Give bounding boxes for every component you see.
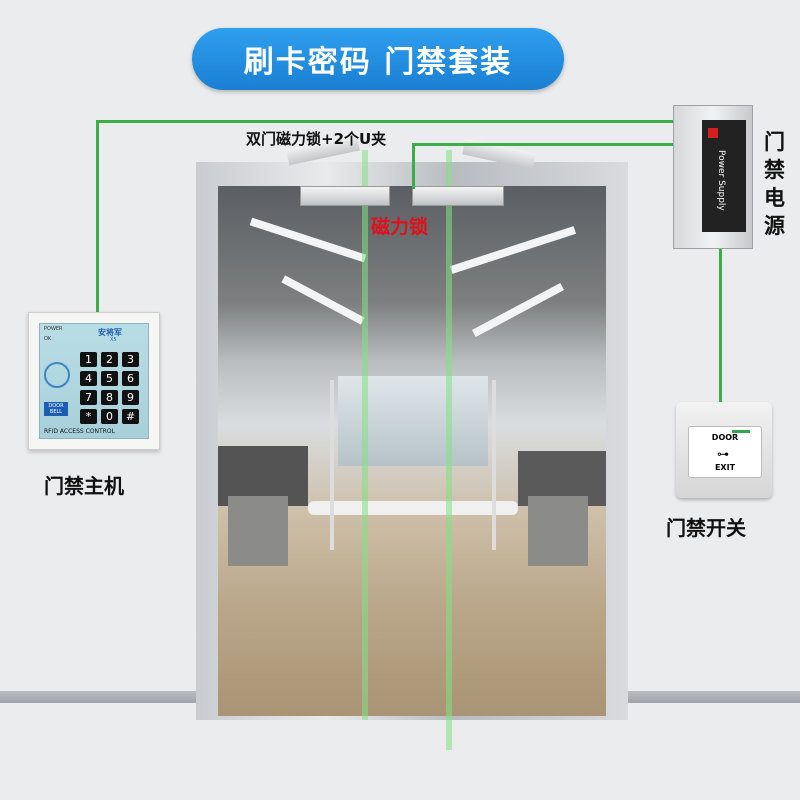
- brand-label: 安将军: [98, 328, 122, 337]
- window: [338, 376, 488, 466]
- key-0[interactable]: 0: [101, 409, 118, 424]
- office-view: [218, 186, 606, 716]
- controller-label: 门禁主机: [44, 474, 124, 498]
- key-4[interactable]: 4: [80, 371, 97, 386]
- keypad-panel: POWER OK 安将军 X5 DOOR BELL 1 2 3 4 5 6 7 …: [39, 323, 149, 439]
- rfid-icon: [44, 362, 70, 388]
- key-icon: ⊶: [717, 447, 729, 461]
- power-supply: Power Supply: [673, 105, 753, 249]
- wire-lock-drop: [412, 143, 415, 189]
- key-hash[interactable]: #: [122, 409, 139, 424]
- ok-indicator: OK: [44, 336, 52, 342]
- model-label: X5: [110, 337, 117, 343]
- exit-switch: DOOR ⊶ EXIT: [676, 402, 772, 498]
- wire-lock: [412, 143, 674, 146]
- exit-switch-label: 门禁开关: [666, 516, 746, 540]
- ceiling-light: [449, 226, 577, 274]
- key-star[interactable]: *: [80, 409, 97, 424]
- key-1[interactable]: 1: [80, 352, 97, 367]
- wire-controller: [96, 120, 99, 312]
- access-controller: POWER OK 安将军 X5 DOOR BELL 1 2 3 4 5 6 7 …: [28, 312, 160, 450]
- wire-exit: [719, 247, 722, 407]
- table: [308, 501, 518, 515]
- ceiling-light: [471, 282, 565, 338]
- page-title: 刷卡密码 门禁套装: [192, 28, 564, 90]
- exit-indicator: [732, 430, 750, 433]
- mag-lock-label: 磁力锁: [371, 216, 429, 238]
- psu-label-panel: Power Supply: [702, 120, 746, 232]
- key-3[interactable]: 3: [122, 352, 139, 367]
- exit-button[interactable]: DOOR ⊶ EXIT: [688, 426, 762, 478]
- psu-text: Power Supply: [716, 150, 726, 211]
- lock-spec-label: 双门磁力锁+2个U夹: [246, 130, 387, 148]
- key-6[interactable]: 6: [122, 371, 139, 386]
- glass-door-edge-right: [446, 150, 452, 750]
- door-handle-right: [492, 380, 496, 550]
- exit-door-text: DOOR: [711, 433, 739, 442]
- keypad-footer: RFID ACCESS CONTROL: [44, 428, 115, 435]
- psu-logo: [708, 128, 718, 138]
- ceiling-light: [249, 217, 367, 263]
- door-bell-button[interactable]: DOOR BELL: [44, 402, 68, 416]
- cabinet: [528, 496, 588, 566]
- exit-exit-text: EXIT: [714, 463, 736, 472]
- power-supply-label: 门禁电源: [764, 130, 785, 238]
- mag-lock-left: [300, 186, 390, 206]
- mag-lock-right: [412, 186, 504, 206]
- key-5[interactable]: 5: [101, 371, 118, 386]
- key-2[interactable]: 2: [101, 352, 118, 367]
- power-indicator: POWER: [44, 326, 63, 332]
- glass-door-edge-left: [362, 150, 368, 720]
- wire-top: [96, 120, 674, 123]
- door-handle-left: [330, 380, 334, 550]
- key-7[interactable]: 7: [80, 390, 97, 405]
- ceiling-light: [281, 275, 365, 325]
- key-8[interactable]: 8: [101, 390, 118, 405]
- cabinet: [228, 496, 288, 566]
- key-9[interactable]: 9: [122, 390, 139, 405]
